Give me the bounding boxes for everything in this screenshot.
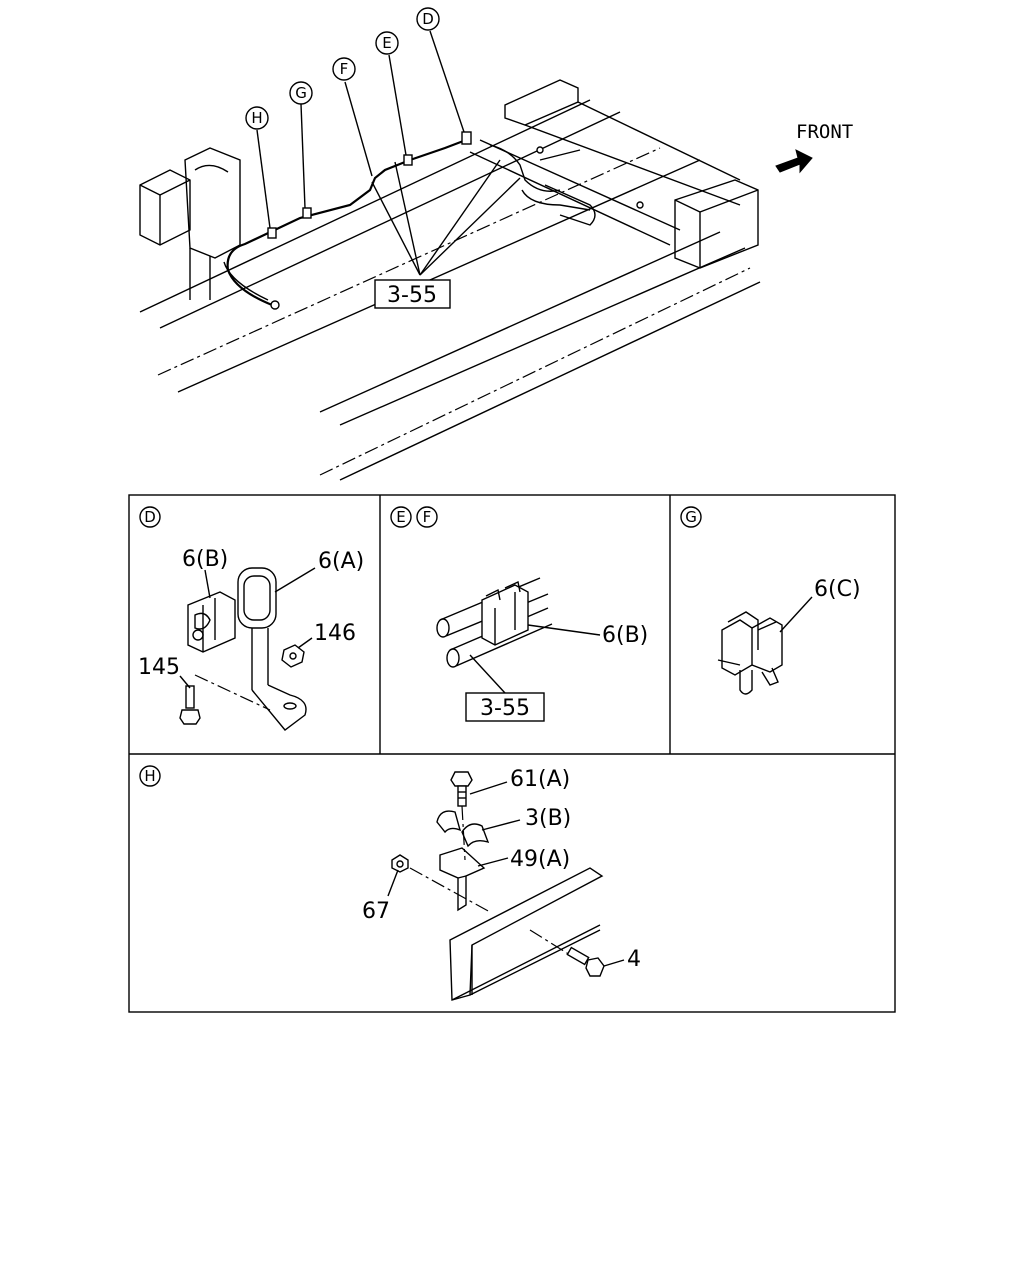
part-145-label: 145 [138,655,180,680]
svg-text:D: D [422,10,434,28]
part-4-label: 4 [627,947,641,972]
callout-g: G [289,81,313,105]
svg-text:E: E [382,34,391,52]
svg-text:F: F [340,60,349,78]
svg-text:G: G [295,84,307,102]
ref-box-overview: 3-55 [374,279,451,309]
panel-d: D 6(B) 6(A) 146 145 [138,506,364,731]
chassis-overview [139,30,761,481]
svg-text:H: H [251,109,262,127]
part-6b-label-ef: 6(B) [602,623,648,648]
part-67-label: 67 [362,899,390,924]
svg-text:3-55: 3-55 [387,283,437,308]
panel-g-letter: G [685,508,697,526]
front-indicator: FRONT [775,121,853,174]
part-146-label: 146 [314,621,356,646]
ref-box-ef: 3-55 [480,696,530,721]
callout-f: F [332,57,356,81]
callout-h: H [245,106,269,130]
part-6b-label: 6(B) [182,547,228,572]
panel-e-letter: E [396,508,405,526]
part-49a-label: 49(A) [510,847,570,872]
panel-h: H 61(A) 3(B) 49(A) [139,765,641,1001]
callout-d: D [416,7,440,31]
panel-f-letter: F [423,508,432,526]
panel-ef: E F 6(B) 3-55 [390,506,648,722]
panel-d-letter: D [144,508,156,526]
svg-text:FRONT: FRONT [796,121,853,143]
part-6c-label: 6(C) [814,577,861,602]
callout-e: E [375,31,399,55]
part-6a-label: 6(A) [318,549,364,574]
panel-h-letter: H [144,767,155,785]
detail-panels-frame [128,494,896,1013]
part-3b-label: 3(B) [525,806,571,831]
panel-g: G 6(C) [680,506,861,695]
part-61a-label: 61(A) [510,767,570,792]
